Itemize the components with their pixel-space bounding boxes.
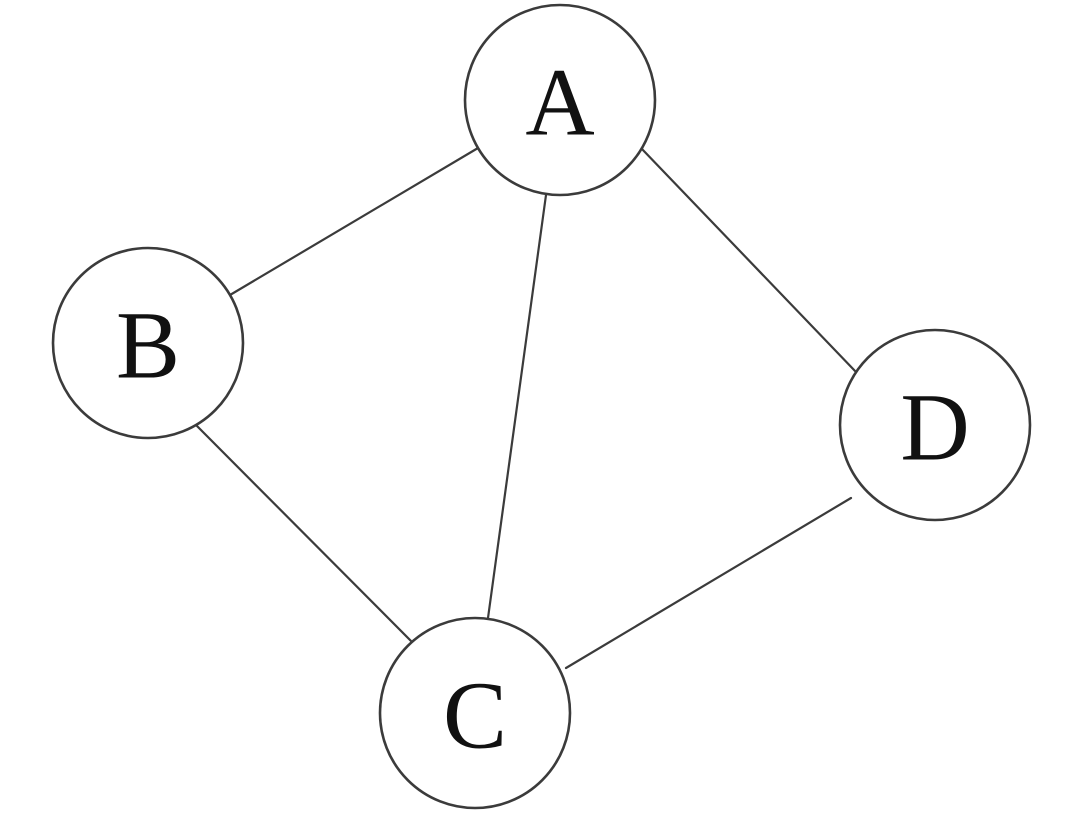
node-d[interactable]: D [838,328,1032,522]
edge-layer [194,146,858,670]
node-c-circle[interactable] [378,616,572,810]
edge-a-d [639,146,858,374]
edge-a-b [228,146,480,297]
edge-b-c [194,423,416,646]
node-b[interactable]: B [51,246,245,440]
node-b-circle[interactable] [51,246,245,440]
node-d-circle[interactable] [838,328,1032,522]
node-c-label: C [443,662,507,769]
edge-c-d [564,496,853,670]
node-b-label: B [116,292,180,399]
node-a-circle[interactable] [463,3,657,197]
edge-a-c [486,193,548,620]
node-layer: A B C D [51,3,1032,810]
node-a-label: A [525,49,594,156]
node-d-label: D [900,374,969,481]
node-c[interactable]: C [378,616,572,810]
node-a[interactable]: A [463,3,657,197]
